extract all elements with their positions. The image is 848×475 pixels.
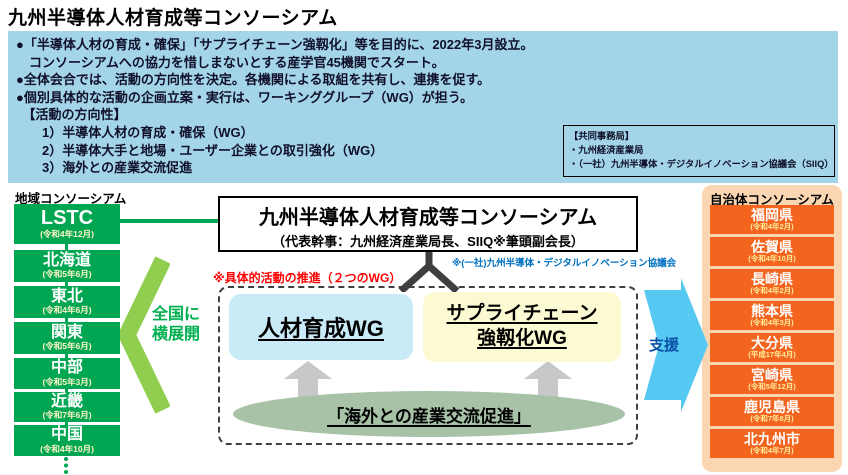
- muni-name: 大分県: [751, 334, 793, 351]
- muni-name: 福岡県: [751, 206, 793, 223]
- region-name: 中部: [50, 359, 83, 376]
- region-connector-dotted-line: [64, 457, 68, 474]
- overview-line: コンソーシアムへの協力を惜しまないとする産学官45機関でスタート。: [16, 54, 445, 70]
- region-box-lstc: LSTC (令和4年12月): [14, 204, 120, 244]
- central-subtitle: （代表幹事：九州経済産業局長、SIIQ※筆頭副会長）: [272, 234, 584, 249]
- muni-name: 佐賀県: [751, 238, 793, 255]
- muni-name: 熊本県: [751, 302, 793, 319]
- wg-box-supply-chain: サプライチェーン 強靱化WG: [423, 292, 621, 362]
- muni-date: (令和5年12月): [748, 382, 796, 392]
- muni-date: (令和7年8月): [750, 414, 794, 424]
- up-arrow-icon: [524, 361, 572, 403]
- muni-date: (平成17年4月): [748, 350, 796, 360]
- page-title: 九州半導体人材育成等コンソーシアム: [8, 8, 338, 29]
- region-box-chugoku: 中国 (令和4年10月): [14, 425, 120, 456]
- muni-box-saga: 佐賀県 (令和4年10月): [710, 237, 834, 266]
- region-box-chubu: 中部 (令和5年3月): [14, 358, 120, 389]
- muni-name: 宮崎県: [751, 366, 793, 383]
- overview-line: 【活動の方向性】: [16, 107, 127, 123]
- regional-consortium-label: 地域コンソーシアム: [15, 192, 127, 206]
- muni-date: (令和4年2月): [750, 222, 794, 232]
- overseas-exchange-oval: 「海外との産業交流促進」: [233, 391, 625, 437]
- overseas-exchange-label: 「海外との産業交流促進」: [327, 406, 531, 426]
- region-date: (令和7年6月): [42, 410, 92, 421]
- overview-line: ●「半導体人材の育成・確保」「サプライチェーン強靱化」等を目的に、2022年3月…: [16, 37, 534, 52]
- region-name: 中国: [50, 426, 83, 443]
- overview-panel: ●「半導体人材の育成・確保」「サプライチェーン強靱化」等を目的に、2022年3月…: [8, 31, 838, 183]
- muni-box-fukuoka: 福岡県 (令和4年2月): [710, 205, 834, 234]
- secretariat-title: 【共同事務局】: [569, 131, 635, 141]
- muni-name: 長崎県: [751, 270, 793, 287]
- up-arrow-icon: [284, 361, 332, 403]
- muni-date: (令和4年3月): [750, 318, 794, 328]
- muni-name: 北九州市: [744, 430, 800, 447]
- muni-box-nagasaki: 長崎県 (令和4年2月): [710, 269, 834, 298]
- region-date: (令和5年6月): [42, 341, 92, 352]
- region-date: (令和4年6月): [42, 305, 92, 316]
- region-date: (令和4年12月): [40, 229, 94, 240]
- region-date: (令和5年6月): [42, 269, 92, 280]
- region-date: (令和4年10月): [40, 443, 94, 454]
- secretariat-item: ・九州経済産業局: [569, 145, 644, 155]
- muni-box-kitakyushu: 北九州市 (令和4年7月): [710, 429, 834, 458]
- expand-nationwide-label: 全国に 横展開: [152, 305, 200, 345]
- muni-box-kagoshima: 鹿児島県 (令和7年8月): [710, 397, 834, 426]
- central-consortium-box: 九州半導体人材育成等コンソーシアム （代表幹事：九州経済産業局長、SIIQ※筆頭…: [218, 196, 638, 252]
- region-name: 東北: [50, 287, 83, 305]
- region-box-tohoku: 東北 (令和4年6月): [14, 286, 120, 318]
- overview-line: 1）半導体人材の育成・確保（WG）: [16, 124, 254, 140]
- wg2-label-line2: 強靱化WG: [477, 328, 567, 349]
- muni-date: (令和4年7月): [750, 446, 794, 456]
- muni-box-oita: 大分県 (平成17年4月): [710, 333, 834, 362]
- secretariat-item: ・（一社）九州半導体・デジタルイノベーション協議会（SIIQ）: [569, 159, 834, 169]
- muni-date: (令和4年2月): [750, 286, 794, 296]
- wg2-label-line1: サプライチェーン: [446, 303, 598, 325]
- lstc-to-central-connector: [118, 219, 218, 223]
- overview-line: 3）海外との産業交流促進: [16, 160, 193, 176]
- central-title: 九州半導体人材育成等コンソーシアム: [258, 207, 598, 229]
- secretariat-box: 【共同事務局】 ・九州経済産業局 ・（一社）九州半導体・デジタルイノベーション協…: [563, 125, 835, 177]
- muni-date: (令和4年10月): [748, 254, 796, 264]
- region-name: 近畿: [50, 392, 83, 410]
- expand-chevron-arrow-icon: [116, 254, 171, 416]
- overview-line: ●全体会合では、活動の方向性を決定。各機関による取組を共有し、連携を促す。: [16, 72, 491, 88]
- overview-line: ●個別具体的な活動の企画立案・実行は、ワーキンググループ（WG）が担う。: [16, 89, 474, 105]
- region-name: 関東: [50, 323, 83, 341]
- region-name: LSTC: [40, 207, 94, 230]
- region-name: 北海道: [42, 251, 91, 269]
- region-box-hokkaido: 北海道 (令和5年6月): [14, 250, 120, 282]
- region-date: (令和5年3月): [42, 376, 92, 387]
- region-box-kanto: 関東 (令和5年6月): [14, 322, 120, 354]
- wg-activity-note: ※具体的活動の推進（２つのWG）: [213, 271, 402, 285]
- expand-label-line1: 全国に: [152, 306, 201, 323]
- expand-label-line2: 横展開: [152, 326, 201, 343]
- wg-dashed-container: [218, 286, 638, 445]
- wg1-label: 人材育成WG: [258, 316, 384, 341]
- overview-line: 2）半導体大手と地場・ユーザー企業との取引強化（WG）: [16, 142, 384, 158]
- support-arrow-icon: [644, 278, 708, 412]
- muni-box-kumamoto: 熊本県 (令和4年3月): [710, 301, 834, 330]
- region-box-kinki: 近畿 (令和7年6月): [14, 392, 120, 422]
- muni-name: 鹿児島県: [744, 398, 800, 415]
- municipal-consortium-label: 自治体コンソーシアム: [710, 193, 834, 207]
- muni-box-miyazaki: 宮崎県 (令和5年12月): [710, 365, 834, 394]
- siiq-footnote: ※(一社)九州半導体・デジタルイノベーション協議会: [452, 258, 677, 269]
- wg-box-jinzai-ikusei: 人材育成WG: [229, 294, 413, 360]
- support-label: 支援: [649, 337, 680, 354]
